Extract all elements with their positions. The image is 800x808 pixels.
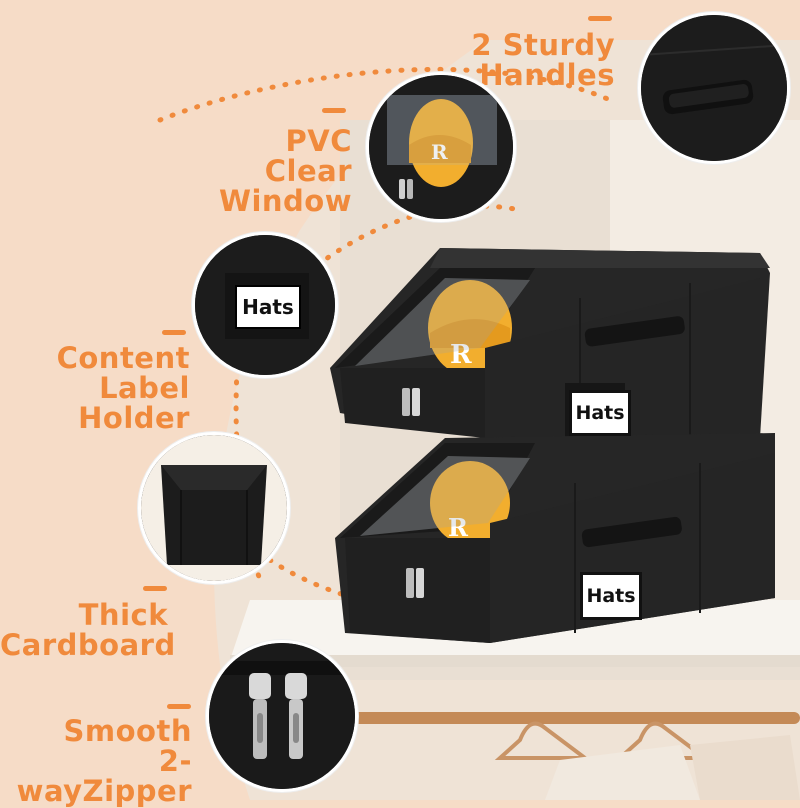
accent-dash (162, 330, 186, 335)
closeup-label-text: Hats (242, 295, 294, 319)
box-label-bottom: Hats (580, 572, 642, 620)
box-label-text: Hats (586, 585, 636, 607)
box-label-top: Hats (569, 390, 631, 436)
storage-boxes-image: R R (330, 248, 775, 643)
feature-callout-cardboard: Thick Cardboard (0, 598, 176, 662)
feature-callout-label-holder: Content Label Holder (56, 341, 190, 435)
closeup-label-card: Hats (235, 285, 301, 329)
feature-callout-window: PVC Clear Window (218, 124, 352, 218)
handle-closeup-image (638, 12, 790, 164)
accent-dash (143, 586, 167, 591)
hat-letter-bottom: R (448, 513, 469, 542)
feature-callout-zipper: Smooth 2-wayZipper (16, 714, 192, 808)
window-closeup-image: R (366, 72, 516, 222)
top-box: R (330, 248, 770, 443)
cardboard-closeup-image (138, 432, 290, 584)
svg-text:R: R (431, 140, 448, 164)
accent-dash (322, 108, 346, 113)
zipper-closeup-image (206, 640, 358, 792)
bottom-box: R (335, 433, 775, 643)
box-label-text: Hats (575, 402, 625, 424)
accent-dash (588, 16, 612, 21)
label-closeup-image: Hats (192, 232, 338, 378)
hat-letter-top: R (450, 340, 472, 370)
accent-dash (167, 704, 191, 709)
